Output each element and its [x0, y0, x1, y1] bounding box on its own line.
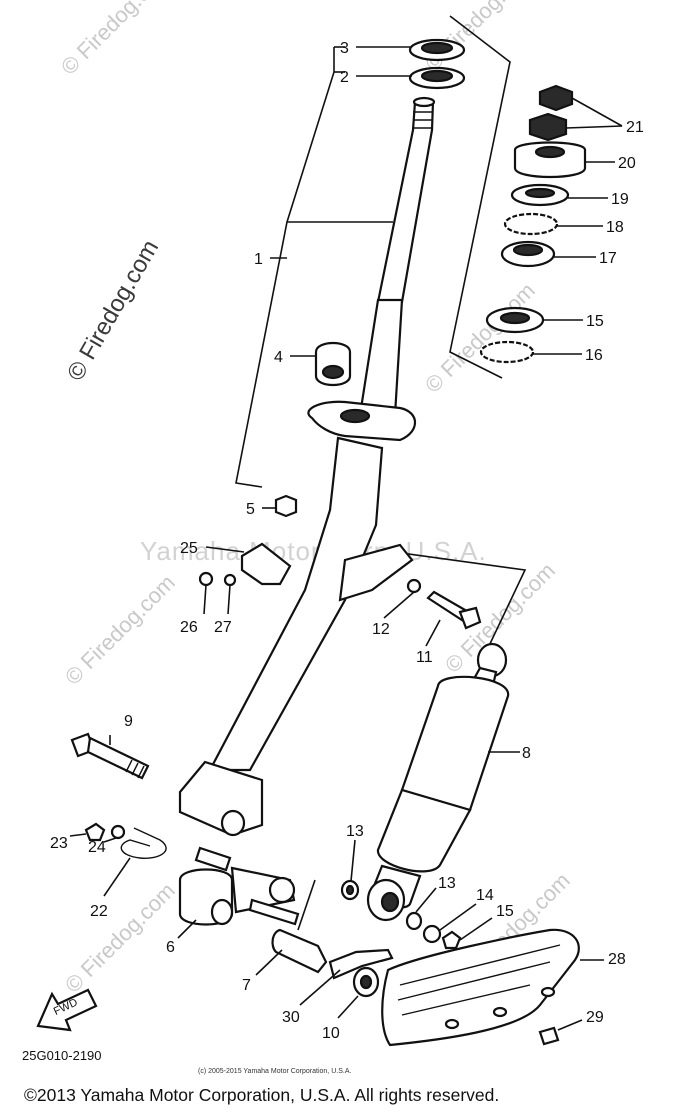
pin	[271, 928, 328, 974]
knuckle	[178, 846, 300, 926]
nut	[274, 494, 298, 518]
callout-23: 22	[90, 903, 108, 920]
callout-3: 3	[340, 40, 349, 57]
callout-7: 7	[242, 977, 251, 994]
callout-18: 17	[599, 250, 617, 267]
callout-10: 10	[322, 1025, 340, 1042]
link-bracket	[328, 948, 394, 998]
callout-12: 12	[372, 621, 390, 638]
callouts: 3 2 1 4 5 21 20 19 18 17 15 16 25 26 27 …	[50, 40, 644, 1042]
callout-1: 1	[254, 251, 263, 268]
callout-6: 6	[166, 939, 175, 956]
screw	[538, 1026, 560, 1046]
steering-stem	[178, 96, 436, 837]
clip-assembly	[198, 542, 292, 587]
races	[408, 38, 466, 90]
callout-17: 16	[585, 347, 603, 364]
small-bolt	[84, 822, 126, 842]
callout-24: 23	[50, 835, 68, 852]
callout-25: 24	[88, 839, 106, 856]
callout-4: 4	[274, 349, 283, 366]
callout-19: 18	[606, 219, 624, 236]
forward-arrow-icon: FWD	[36, 988, 98, 1032]
callout-15-label: 15	[496, 903, 514, 920]
callout-16: 15	[586, 313, 604, 330]
leader-lines	[69, 46, 623, 1031]
spring-clip	[120, 827, 167, 859]
callout-29: 28	[608, 951, 626, 968]
washers	[340, 879, 462, 950]
callout-9: 9	[124, 713, 133, 730]
upper-bolt	[406, 578, 482, 630]
shock-absorber	[366, 642, 510, 922]
callout-11: 11	[416, 649, 433, 666]
bearing-stack	[479, 84, 587, 364]
callout-2: 2	[340, 69, 349, 86]
watermark-yamaha: Yamaha Motor Corp. U.S.A.	[140, 536, 487, 566]
callout-26: 25	[180, 540, 198, 557]
bushing	[314, 341, 352, 387]
callout-27: 26	[180, 619, 198, 636]
callout-13b: 13	[438, 875, 456, 892]
callout-5: 5	[246, 501, 255, 518]
callout-28: 27	[214, 619, 232, 636]
callout-13: 13	[346, 823, 364, 840]
small-copyright: (c) 2005-2015 Yamaha Motor Corporation, …	[198, 1068, 352, 1075]
callout-14: 14	[476, 887, 494, 904]
callout-31: 30	[282, 1009, 300, 1026]
pivot-bolt	[70, 732, 150, 780]
copyright-footer: ©2013 Yamaha Motor Corporation, U.S.A. A…	[24, 1085, 500, 1105]
cover	[381, 928, 580, 1047]
bracket-lines	[235, 15, 527, 931]
callout-30: 29	[586, 1009, 604, 1026]
reference-code: 25G010-2190	[22, 1048, 102, 1063]
callout-22: 21	[626, 119, 644, 136]
callout-8: 8	[522, 745, 531, 762]
callout-21: 20	[618, 155, 636, 172]
callout-20: 19	[611, 191, 629, 208]
